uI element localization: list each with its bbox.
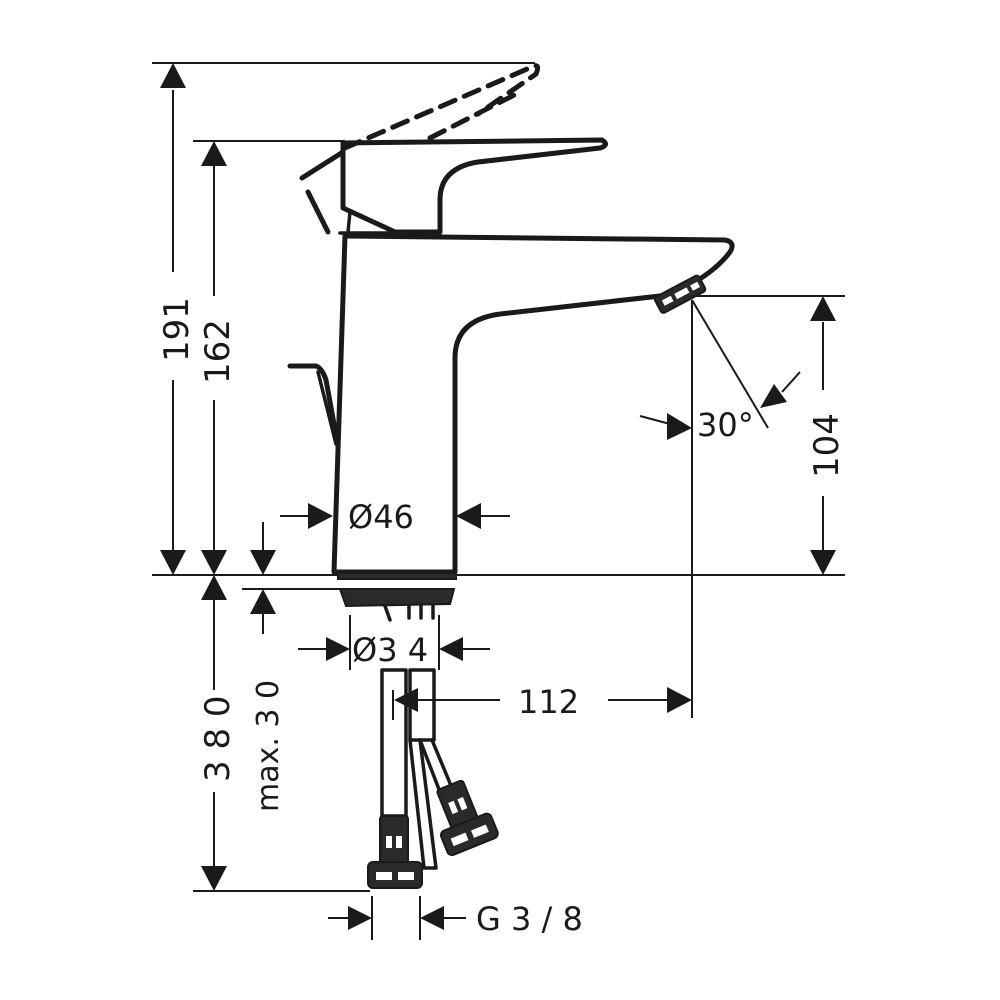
dimension-label-162: 162 — [198, 319, 238, 384]
arrow-down-icon — [250, 550, 276, 575]
dimension-112: 112 — [392, 683, 692, 721]
arrow-left-icon — [439, 637, 463, 661]
arrow-up-icon — [201, 141, 227, 166]
arrow-up-icon — [250, 589, 276, 614]
dimension-label-30-degrees: 30° — [697, 406, 754, 444]
body-outline — [331, 233, 663, 575]
extension-lines — [152, 62, 845, 940]
arrow-right-icon — [326, 637, 350, 661]
arrow-right-icon — [308, 503, 333, 529]
arrow-down-icon — [201, 550, 227, 575]
arrow-up-icon — [810, 296, 836, 321]
pop-up-rod — [287, 363, 341, 449]
lever-closed-outline — [340, 137, 608, 235]
dimension-thread-g38: G 3 / 8 — [328, 900, 583, 938]
faucet-body — [287, 63, 735, 622]
dimension-104: 104 — [807, 296, 847, 575]
lever-open-outline — [342, 63, 541, 151]
dimension-191: 191 — [157, 63, 197, 575]
dimension-label-191: 191 — [157, 297, 197, 362]
arrow-down-icon — [810, 550, 836, 575]
arrow-left-down-icon — [760, 384, 787, 408]
supply-hoses — [367, 668, 499, 889]
dimension-label-380: 3 8 0 — [198, 695, 238, 782]
arrow-down-icon — [201, 866, 227, 891]
dimension-162: 162 — [198, 141, 238, 575]
arrow-right-icon — [667, 413, 692, 440]
dimension-label-104: 104 — [807, 413, 847, 478]
spout-top-outline — [342, 233, 735, 285]
dimension-label-diameter-34: Ø3 4 — [352, 631, 428, 669]
dimension-380: 3 8 0 — [198, 575, 238, 891]
dimension-label-diameter-46: Ø46 — [348, 498, 414, 536]
arrow-right-icon — [667, 687, 692, 713]
arrow-up-icon — [201, 575, 227, 600]
arrow-right-icon — [348, 906, 372, 930]
arrow-left-icon — [420, 906, 444, 930]
arrow-left-icon — [456, 503, 481, 529]
arrow-down-icon — [160, 550, 186, 575]
dimension-angle-30: 30° — [639, 371, 801, 444]
aerator-icon — [653, 274, 707, 314]
hose-connector-left-icon — [367, 815, 423, 889]
dimension-max-30: max. 3 0 — [250, 522, 286, 812]
dimension-diameter-34: Ø3 4 — [298, 631, 490, 669]
dimension-diameter-46: Ø46 — [280, 498, 510, 536]
dimension-label-112: 112 — [518, 683, 579, 721]
hose-connector-right-icon — [436, 779, 499, 857]
dimension-label-g38: G 3 / 8 — [476, 900, 583, 938]
dimension-label-max-30: max. 3 0 — [251, 680, 286, 812]
arrow-up-icon — [160, 63, 186, 88]
base-flange — [338, 588, 456, 608]
